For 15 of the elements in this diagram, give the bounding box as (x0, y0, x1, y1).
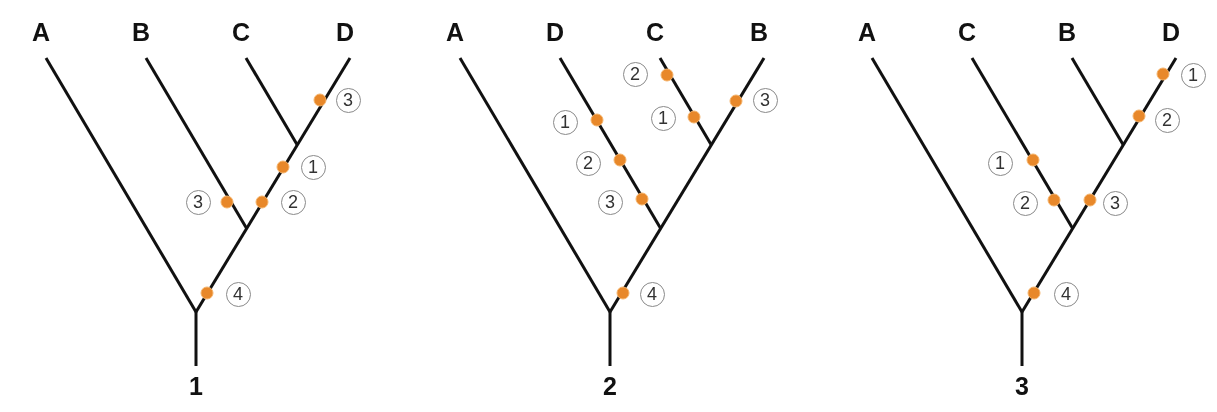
taxon-label: B (130, 18, 152, 46)
taxon-label: D (334, 18, 356, 46)
tree-number: 1 (188, 372, 204, 400)
taxon-label: D (544, 18, 566, 46)
taxon-label: B (1056, 18, 1078, 46)
taxon-label: C (956, 18, 978, 46)
taxon-label: A (30, 18, 52, 46)
taxon-label: C (644, 18, 666, 46)
tree-number: 2 (602, 372, 618, 400)
taxon-label: B (748, 18, 770, 46)
taxon-label: A (444, 18, 466, 46)
taxon-label: C (230, 18, 252, 46)
tree-number: 3 (1014, 372, 1030, 400)
taxon-label: A (856, 18, 878, 46)
taxon-label: D (1160, 18, 1182, 46)
